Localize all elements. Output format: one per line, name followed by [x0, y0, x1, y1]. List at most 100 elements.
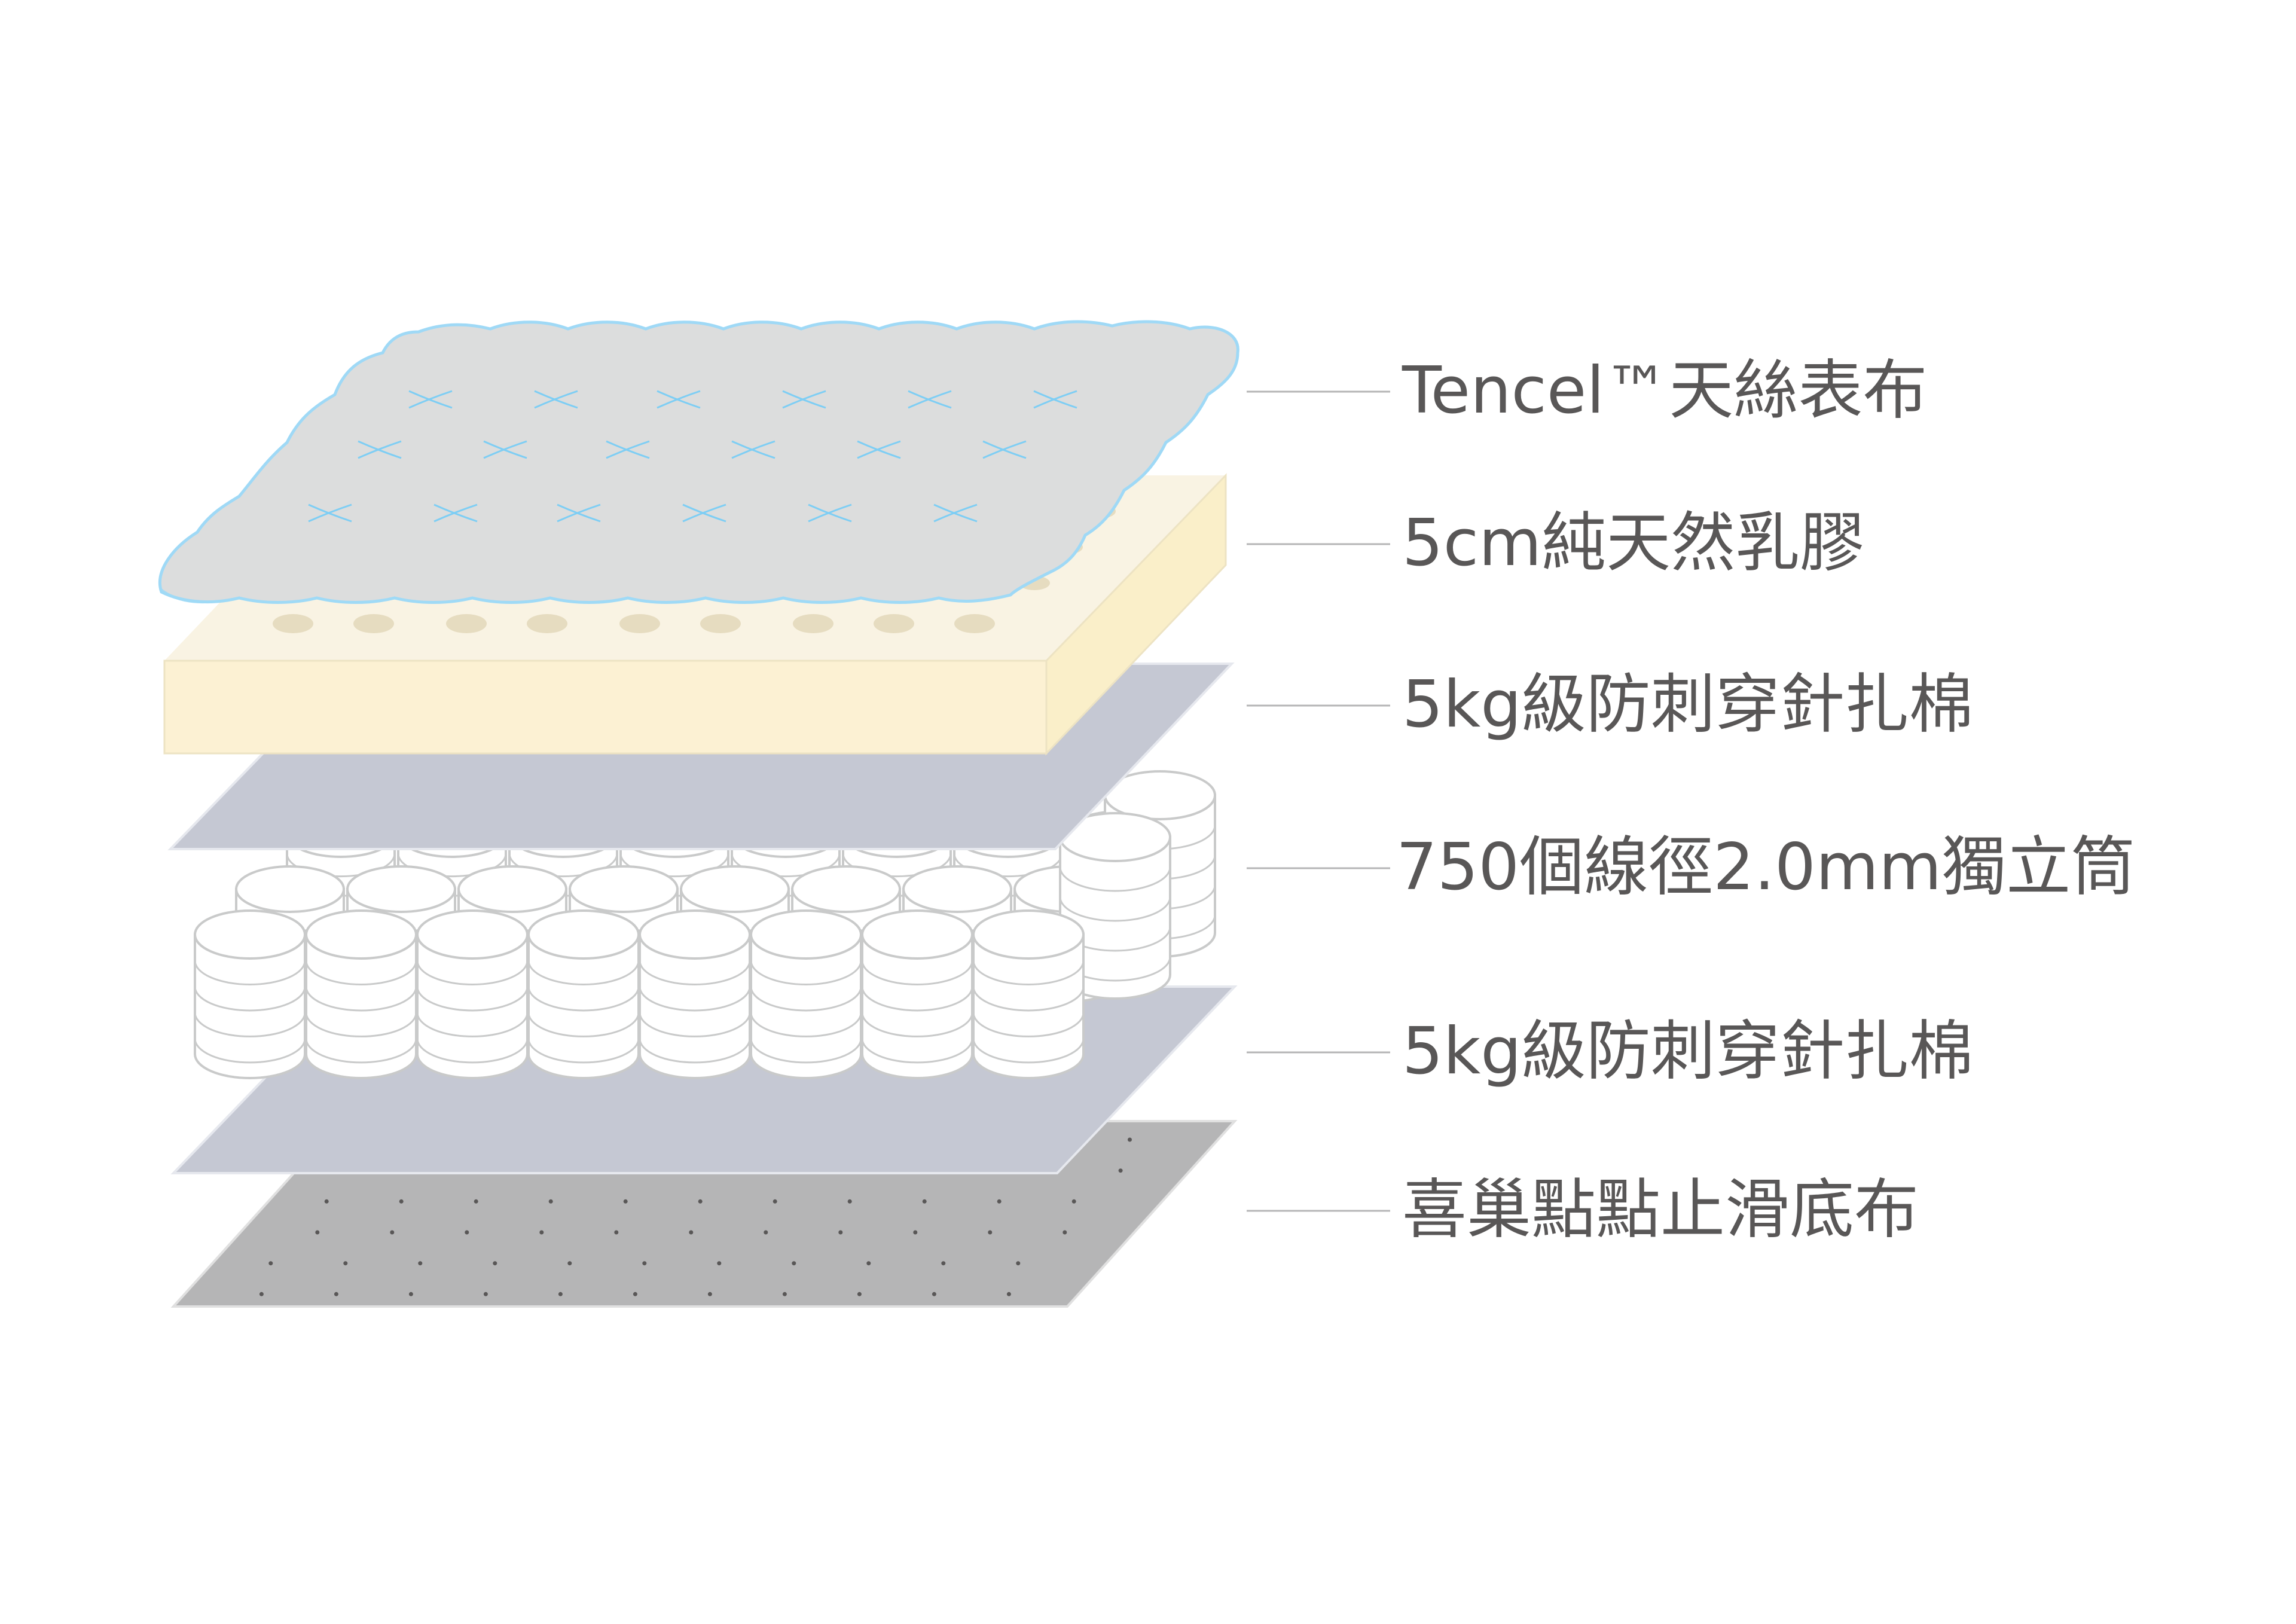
stitch-stroke: [682, 503, 726, 523]
base-fabric-dot: [913, 1230, 918, 1235]
stitch-stroke: [933, 503, 978, 523]
pocket-spring-band: [194, 986, 306, 1012]
base-fabric-dot: [324, 1199, 329, 1204]
base-fabric-dot: [698, 1199, 703, 1204]
latex-hole: [273, 614, 313, 633]
stitch-cross: [483, 440, 527, 459]
stitch-cross: [657, 390, 701, 409]
stitch-cross: [682, 503, 726, 523]
stitch-cross: [982, 440, 1027, 459]
pocket-spring-band: [972, 1012, 1085, 1037]
pocket-spring-body: [416, 933, 529, 1079]
base-fabric-dot: [633, 1292, 637, 1296]
base-fabric-dot: [493, 1261, 497, 1266]
pocket-spring-body: [305, 933, 417, 1079]
stitch-stroke: [982, 440, 1027, 459]
tencel-cover-stitches: [308, 390, 1077, 523]
stitch-stroke: [408, 390, 453, 409]
base-fabric-dot: [1016, 1261, 1021, 1266]
base-fabric-dot: [857, 1292, 862, 1296]
stitch-stroke: [782, 390, 826, 409]
pocket-spring-band: [750, 1038, 862, 1064]
stitch-cross: [557, 503, 601, 523]
stitch-stroke: [682, 503, 726, 523]
pocket-spring-top: [972, 909, 1085, 960]
stitch-stroke: [483, 440, 527, 459]
stitch-stroke: [857, 440, 901, 459]
stitch-stroke: [908, 390, 952, 409]
pocket-spring: [527, 909, 640, 1079]
stitch-stroke: [908, 390, 952, 409]
pocket-spring-band: [416, 986, 529, 1012]
pocket-spring-band: [842, 853, 952, 878]
pocket-spring-band: [527, 986, 640, 1012]
latex-hole: [527, 614, 567, 633]
base-fabric-dot: [408, 1292, 413, 1296]
stitch-stroke: [433, 503, 478, 523]
pocket-spring-top: [680, 865, 790, 913]
pocket-spring-band: [639, 1012, 751, 1037]
base-fabric-dot: [782, 1292, 787, 1296]
stitch-stroke: [557, 503, 601, 523]
latex-hole: [793, 614, 833, 633]
base-fabric-dot: [764, 1230, 768, 1235]
pocket-spring-band: [972, 960, 1085, 985]
pocket-spring-top: [902, 865, 1012, 913]
base-fabric-dot: [558, 1292, 563, 1296]
pocket-spring-band: [861, 986, 973, 1012]
stitch-stroke: [808, 503, 852, 523]
stitch-stroke: [657, 390, 701, 409]
pocket-spring-band: [639, 1038, 751, 1064]
stitch-stroke: [857, 440, 901, 459]
base-fabric-dot: [548, 1199, 553, 1204]
base-fabric-dot: [838, 1230, 843, 1235]
stitch-stroke: [731, 440, 775, 459]
pocket-spring-band: [527, 1038, 640, 1064]
tencel-cover-layer: [158, 320, 1239, 604]
pocket-spring-band: [953, 853, 1063, 878]
base-fabric-dot: [847, 1199, 852, 1204]
stitch-cross: [433, 503, 478, 523]
base-fabric-dot: [1118, 1168, 1123, 1173]
pocket-spring: [194, 909, 306, 1079]
pocket-spring-band: [731, 853, 841, 878]
latex-hole: [619, 614, 660, 633]
base-fabric-dot: [866, 1261, 871, 1266]
base-fabric-dot: [399, 1199, 404, 1204]
pocket-spring-top: [194, 909, 306, 960]
pocket-spring-body: [972, 933, 1085, 1079]
base-fabric-dot: [1006, 1292, 1011, 1296]
base-fabric-dot: [483, 1292, 488, 1296]
stitch-stroke: [534, 390, 578, 409]
stitch-stroke: [808, 503, 852, 523]
base-fabric-dot: [773, 1199, 777, 1204]
pocket-spring-band: [861, 1038, 973, 1064]
stitch-cross: [358, 440, 402, 459]
base-fabric-dot: [343, 1261, 348, 1266]
pocket-spring-band: [397, 853, 507, 878]
base-fabric-dot: [567, 1261, 572, 1266]
pocket-spring-top: [305, 909, 417, 960]
pocket-spring-band: [639, 960, 751, 985]
pocket-spring-band: [619, 853, 729, 878]
pocket-spring-band: [416, 1012, 529, 1037]
pocket-spring-top: [346, 865, 456, 913]
pocket-spring-band: [305, 1012, 417, 1037]
pocket-spring-top: [569, 865, 679, 913]
base-fabric-dot: [465, 1230, 469, 1235]
pocket-spring: [861, 909, 973, 1079]
stitch-stroke: [358, 440, 402, 459]
stitch-stroke: [782, 390, 826, 409]
stitch-cross: [534, 390, 578, 409]
latex-hole: [700, 614, 741, 633]
stitch-stroke: [557, 503, 601, 523]
stitch-stroke: [483, 440, 527, 459]
base-fabric-dot: [259, 1292, 264, 1296]
pocket-spring-top: [235, 865, 345, 913]
base-fabric-dot: [315, 1230, 320, 1235]
base-fabric-dot: [988, 1230, 993, 1235]
pocket-spring-top: [791, 865, 901, 913]
stitch-stroke: [308, 503, 352, 523]
layer-labels: Tencel™天絲表布 5cm純天然乳膠 5kg級防刺穿針扎棉 750個線徑2.…: [1396, 353, 2135, 1247]
